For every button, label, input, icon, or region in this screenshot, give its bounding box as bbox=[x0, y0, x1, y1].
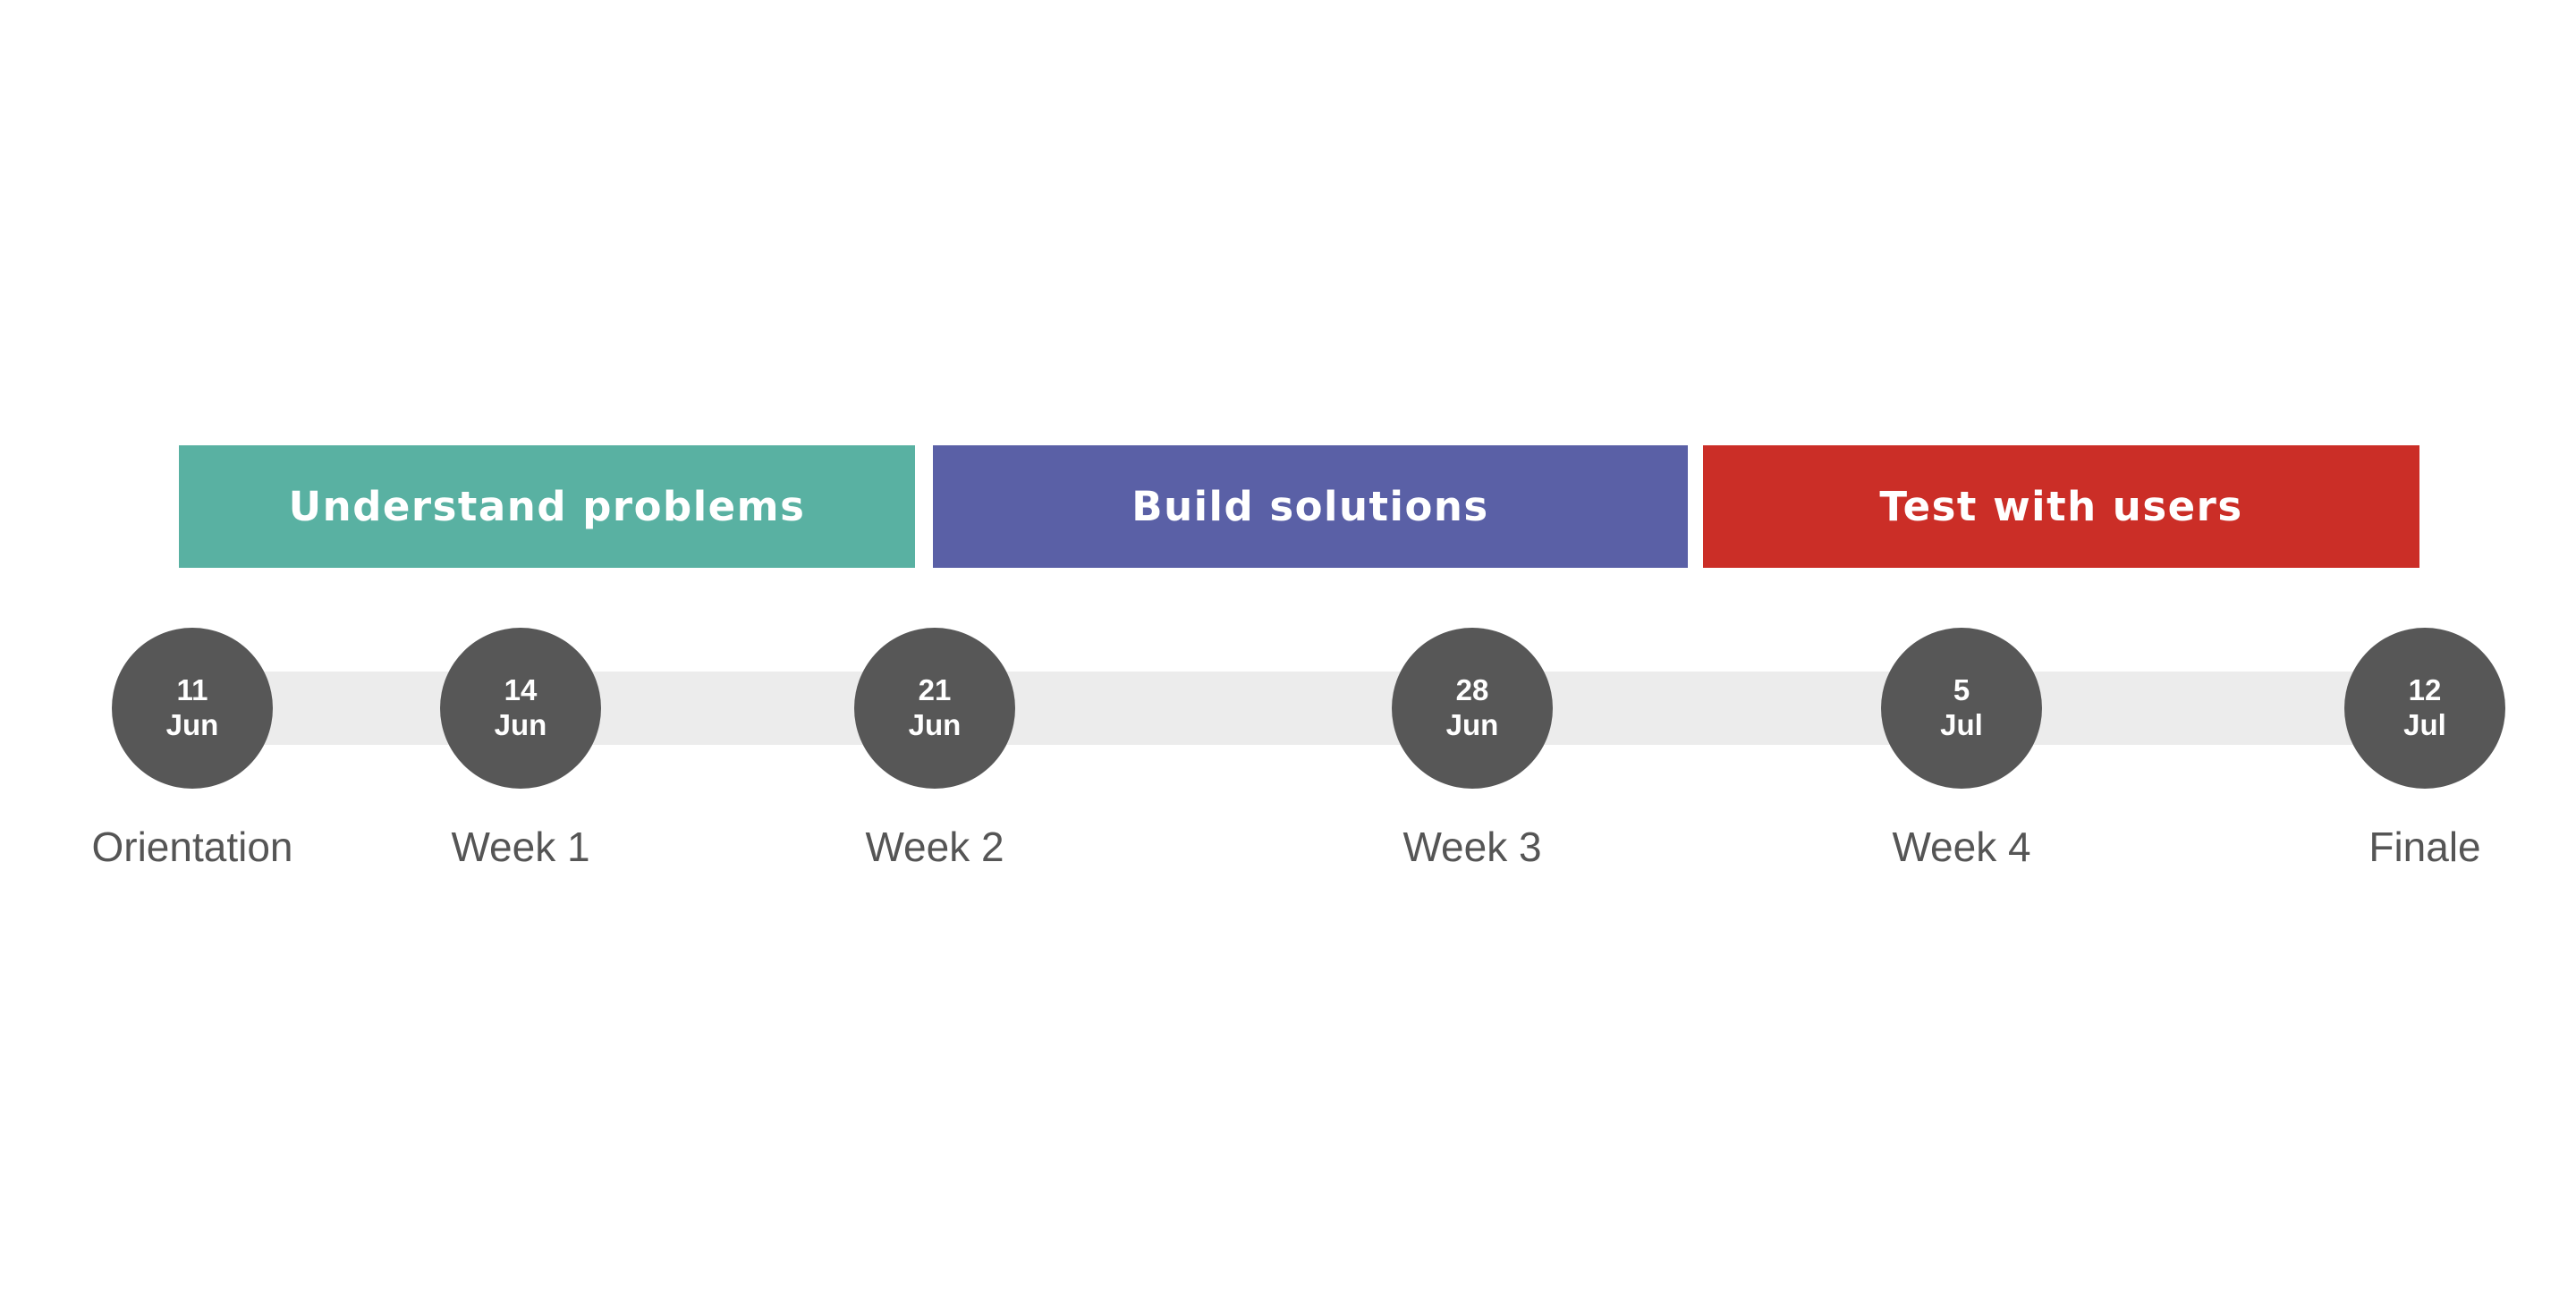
milestone-week-4: 5 Jul Week 4 bbox=[1801, 628, 2123, 871]
milestone-month: Jul bbox=[2403, 708, 2446, 741]
milestone-week-3: 28 Jun Week 3 bbox=[1311, 628, 1633, 871]
milestone-label: Finale bbox=[2368, 824, 2481, 870]
phase-bar-understand-problems: Understand problems bbox=[179, 445, 915, 568]
milestone-day: 12 bbox=[2408, 673, 2442, 707]
milestone-finale: 12 Jul Finale bbox=[2264, 628, 2576, 871]
phase-label: Understand problems bbox=[288, 483, 806, 530]
milestone-node: 21 Jun bbox=[854, 628, 1015, 789]
milestone-day: 5 bbox=[1953, 673, 1970, 707]
milestone-week-2: 21 Jun Week 2 bbox=[774, 628, 1096, 871]
phase-bar-build-solutions: Build solutions bbox=[933, 445, 1688, 568]
milestone-label: Week 2 bbox=[865, 824, 1004, 870]
milestone-month: Jun bbox=[494, 708, 547, 741]
milestone-day: 21 bbox=[918, 673, 952, 707]
milestone-month: Jun bbox=[908, 708, 962, 741]
milestone-month: Jun bbox=[1445, 708, 1499, 741]
milestone-week-1: 14 Jun Week 1 bbox=[360, 628, 682, 871]
milestone-label: Orientation bbox=[91, 824, 293, 870]
milestone-node: 28 Jun bbox=[1392, 628, 1553, 789]
milestone-node: 12 Jul bbox=[2344, 628, 2505, 789]
phase-label: Build solutions bbox=[1131, 483, 1489, 530]
milestone-day: 28 bbox=[1455, 673, 1489, 707]
phase-label: Test with users bbox=[1879, 483, 2243, 530]
phase-bar-test-with-users: Test with users bbox=[1703, 445, 2419, 568]
milestone-label: Week 3 bbox=[1402, 824, 1542, 870]
milestone-orientation: 11 Jun Orientation bbox=[31, 628, 353, 871]
milestone-label: Week 4 bbox=[1892, 824, 2031, 870]
milestone-month: Jun bbox=[165, 708, 219, 741]
milestone-node: 11 Jun bbox=[112, 628, 273, 789]
milestone-month: Jul bbox=[1940, 708, 1983, 741]
milestone-day: 14 bbox=[504, 673, 538, 707]
milestone-label: Week 1 bbox=[451, 824, 590, 870]
milestone-node: 14 Jun bbox=[440, 628, 601, 789]
milestone-node: 5 Jul bbox=[1881, 628, 2042, 789]
milestone-day: 11 bbox=[176, 673, 208, 707]
